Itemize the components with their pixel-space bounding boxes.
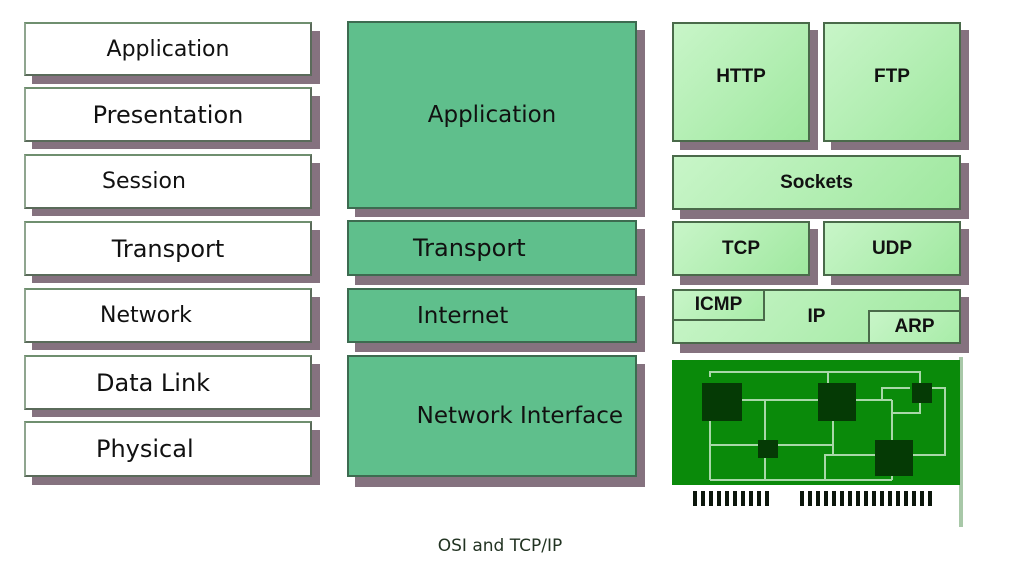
protocol-label: HTTP — [716, 66, 766, 87]
protocol-label: TCP — [722, 237, 760, 259]
protocol-icmp: ICMP — [672, 289, 765, 321]
protocol-http: HTTP — [672, 22, 810, 142]
tcpip-layer-label: Network Interface — [416, 403, 623, 429]
protocol-label: IP — [807, 305, 826, 327]
tcpip-layer-label: Application — [427, 102, 557, 128]
protocol-label: Sockets — [780, 171, 853, 193]
osi-layer-physical: Physical — [24, 421, 312, 477]
tcpip-layer-application: Application — [347, 21, 637, 209]
protocol-sockets: Sockets — [672, 155, 961, 210]
protocol-ftp: FTP — [823, 22, 961, 142]
chip — [758, 440, 778, 458]
osi-layer-data-link: Data Link — [24, 355, 312, 410]
osi-layer-label: Application — [106, 36, 230, 62]
osi-layer-presentation: Presentation — [24, 87, 312, 142]
osi-layer-label: Presentation — [92, 100, 244, 129]
protocol-label: UDP — [871, 237, 913, 259]
chip — [702, 383, 742, 421]
protocol-label: FTP — [874, 66, 910, 87]
network-card-icon — [670, 355, 970, 530]
chip — [818, 383, 856, 421]
chip — [912, 383, 932, 403]
protocol-label: ARP — [894, 316, 935, 337]
diagram-caption: OSI and TCP/IP — [437, 536, 563, 556]
tcpip-layer-label: Transport — [413, 234, 526, 262]
osi-layer-session: Session — [24, 154, 312, 209]
osi-layer-label: Transport — [111, 234, 225, 263]
tcpip-layer-transport: Transport — [347, 220, 637, 276]
osi-layer-application: Application — [24, 22, 312, 76]
chip — [875, 440, 913, 476]
osi-layer-label: Network — [100, 303, 192, 328]
osi-layer-network: Network — [24, 288, 312, 343]
tcpip-layer-network-interface: Network Interface — [347, 355, 637, 477]
tcpip-layer-label: Internet — [417, 302, 509, 329]
osi-layer-transport: Transport — [24, 221, 312, 276]
tcpip-layer-internet: Internet — [347, 288, 637, 343]
osi-layer-label: Session — [102, 169, 186, 194]
osi-layer-label: Physical — [96, 435, 194, 463]
protocol-label: ICMP — [694, 294, 743, 315]
protocol-tcp: TCP — [672, 221, 810, 276]
protocol-arp: ARP — [868, 310, 961, 344]
osi-layer-label: Data Link — [96, 368, 211, 397]
protocol-udp: UDP — [823, 221, 961, 276]
